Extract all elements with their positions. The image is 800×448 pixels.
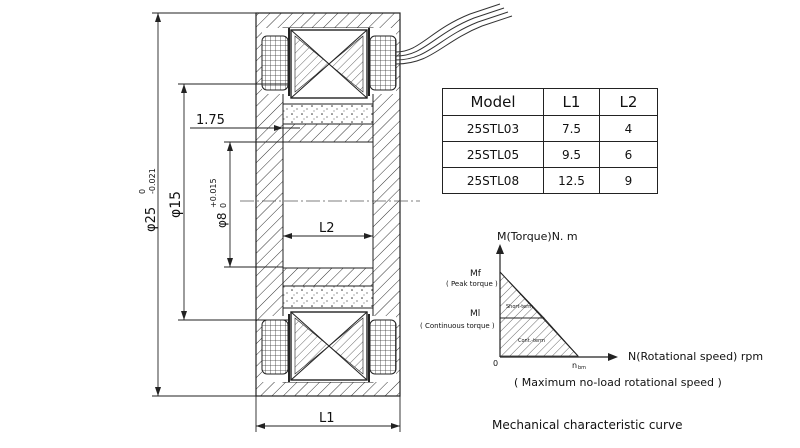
cell-model: 25STL08 (442, 167, 544, 194)
cross-section (240, 3, 513, 397)
rotor-layer-top (282, 103, 374, 125)
dim-gap: 1.75 (196, 113, 225, 128)
nbm-note: ( Maximum no-load rotational speed ) (514, 376, 722, 389)
origin-label: 0 (493, 359, 498, 368)
cell-l1: 9.5 (543, 141, 600, 168)
cell-l1: 7.5 (543, 115, 600, 142)
cell-l2: 6 (599, 141, 658, 168)
zone-cont-label: Cont.-term (518, 338, 545, 344)
magnet-bottom (290, 311, 368, 381)
nbm-label: n (572, 361, 577, 370)
table-row: 25STL05 9.5 6 (442, 141, 658, 168)
dimension-arrows (155, 13, 400, 429)
nbm-sublabel: bm (578, 365, 586, 371)
lead-wires (395, 3, 513, 65)
coil-left-top (261, 35, 289, 91)
table-row: 25STL03 7.5 4 (442, 115, 658, 142)
dim-bore-8-tol-lower: 0 (219, 203, 228, 208)
characteristic-curve: M(Torque)N. m N(Rotational speed) rpm Mf… (420, 230, 763, 389)
y-axis-label: M(Torque)N. m (497, 230, 578, 243)
coil-left-bottom (261, 319, 289, 375)
spec-table-header: Model L1 L2 (442, 88, 658, 116)
cell-model: 25STL05 (442, 141, 544, 168)
rotor-layer-bottom (282, 285, 374, 309)
dim-bore-8: φ8 (215, 212, 229, 228)
magnet-top (290, 29, 368, 99)
curve-caption: Mechanical characteristic curve (492, 418, 683, 432)
cell-l2: 9 (599, 167, 658, 194)
mf-sublabel: ( Peak torque ) (446, 280, 498, 288)
dim-bore-8-tol-upper: +0.015 (209, 178, 218, 208)
dim-l1: L1 (319, 411, 335, 426)
cell-l1: 12.5 (543, 167, 600, 194)
dim-l2: L2 (319, 221, 335, 236)
dim-outer-tol-lower: -0.021 (148, 168, 157, 194)
coil-right-bottom (369, 319, 397, 375)
header-l2: L2 (599, 88, 658, 116)
header-model: Model (442, 88, 544, 116)
cell-model: 25STL03 (442, 115, 544, 142)
dim-outer-tol-upper: 0 (138, 189, 147, 194)
coil-right-top (369, 35, 397, 91)
x-axis-label: N(Rotational speed) rpm (628, 350, 763, 363)
mf-label: Mf (470, 269, 482, 279)
ml-label: Ml (470, 309, 480, 319)
zone-short-label: Short-term (506, 304, 533, 310)
header-l1: L1 (543, 88, 600, 116)
ml-sublabel: ( Continuous torque ) (420, 322, 495, 330)
cell-l2: 4 (599, 115, 658, 142)
table-row: 25STL08 12.5 9 (442, 167, 658, 194)
dim-bore-15: φ15 (168, 191, 184, 218)
spec-table: Model L1 L2 25STL03 7.5 4 25STL05 9.5 6 … (442, 88, 658, 194)
zone-continuous (499, 317, 579, 357)
dim-outer-diameter: φ25 (144, 207, 159, 232)
dimensions (152, 12, 401, 432)
